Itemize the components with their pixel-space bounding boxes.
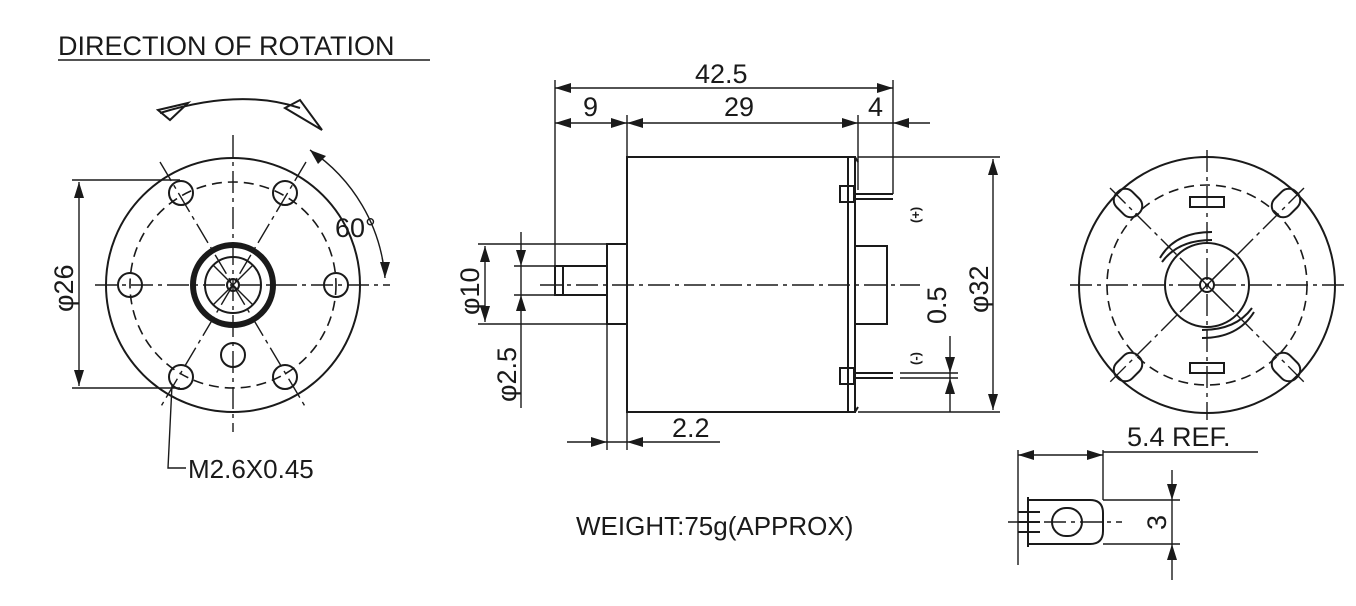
terminal-negative-label: (-) [908,352,923,365]
rotation-arrow-tail [155,101,192,122]
boss-height-label: 2.2 [672,413,710,443]
angle-arc [309,149,386,279]
rear-shaft [1199,277,1215,293]
rotation-arrow-head [282,98,323,131]
terminal-thickness-label: 0.5 [922,286,952,324]
rotation-arrow-arc [159,98,301,114]
front-bearing [204,256,262,314]
weight-label: WEIGHT:75g(APPROX) [576,511,853,541]
terminal-positive-label: (+) [908,207,923,223]
terminal-tab-outline [1028,499,1104,545]
rear-slots [1112,187,1302,383]
overall-length-label: 42.5 [695,59,748,89]
vent-hole [220,342,246,368]
thread-callout-label: M2.6X0.45 [188,454,314,484]
terminal-ref-length-label: 5.4 REF. [1127,422,1231,452]
terminal-length-label: 4 [868,92,883,122]
body-length-label: 29 [724,92,754,122]
shaft-length-label: 9 [583,92,598,122]
boss-diameter-label: φ10 [455,267,485,315]
direction-of-rotation-title: DIRECTION OF ROTATION [58,31,395,61]
rotation-angle-label: 60° [335,213,376,243]
body-diameter-label: φ32 [964,265,994,313]
brush-spring-bottom [1201,311,1255,339]
side-shaft [554,265,608,296]
front-diameter-label: φ26 [49,264,79,312]
brush-spring-top [1159,231,1213,259]
front-centerline-diag1 [159,161,307,409]
terminal-negative-body [839,367,855,385]
side-boss [606,243,628,325]
rear-view [1070,150,1345,420]
terminal-detail: 5.4 REF. 3 [1008,422,1258,580]
front-shaft [226,278,240,292]
shaft-diameter-label: φ2.5 [492,347,522,402]
mounting-holes [117,180,349,390]
terminal-width-label: 3 [1142,515,1172,530]
thread-leader [167,384,186,469]
rear-bearing-housing [1164,242,1250,328]
front-boss [190,242,276,328]
front-view: DIRECTION OF ROTATION [49,31,430,484]
side-view: (+) (-) 42.5 9 29 4 φ10 φ2.5 [455,59,1000,541]
front-centerline-diag2 [159,161,307,409]
